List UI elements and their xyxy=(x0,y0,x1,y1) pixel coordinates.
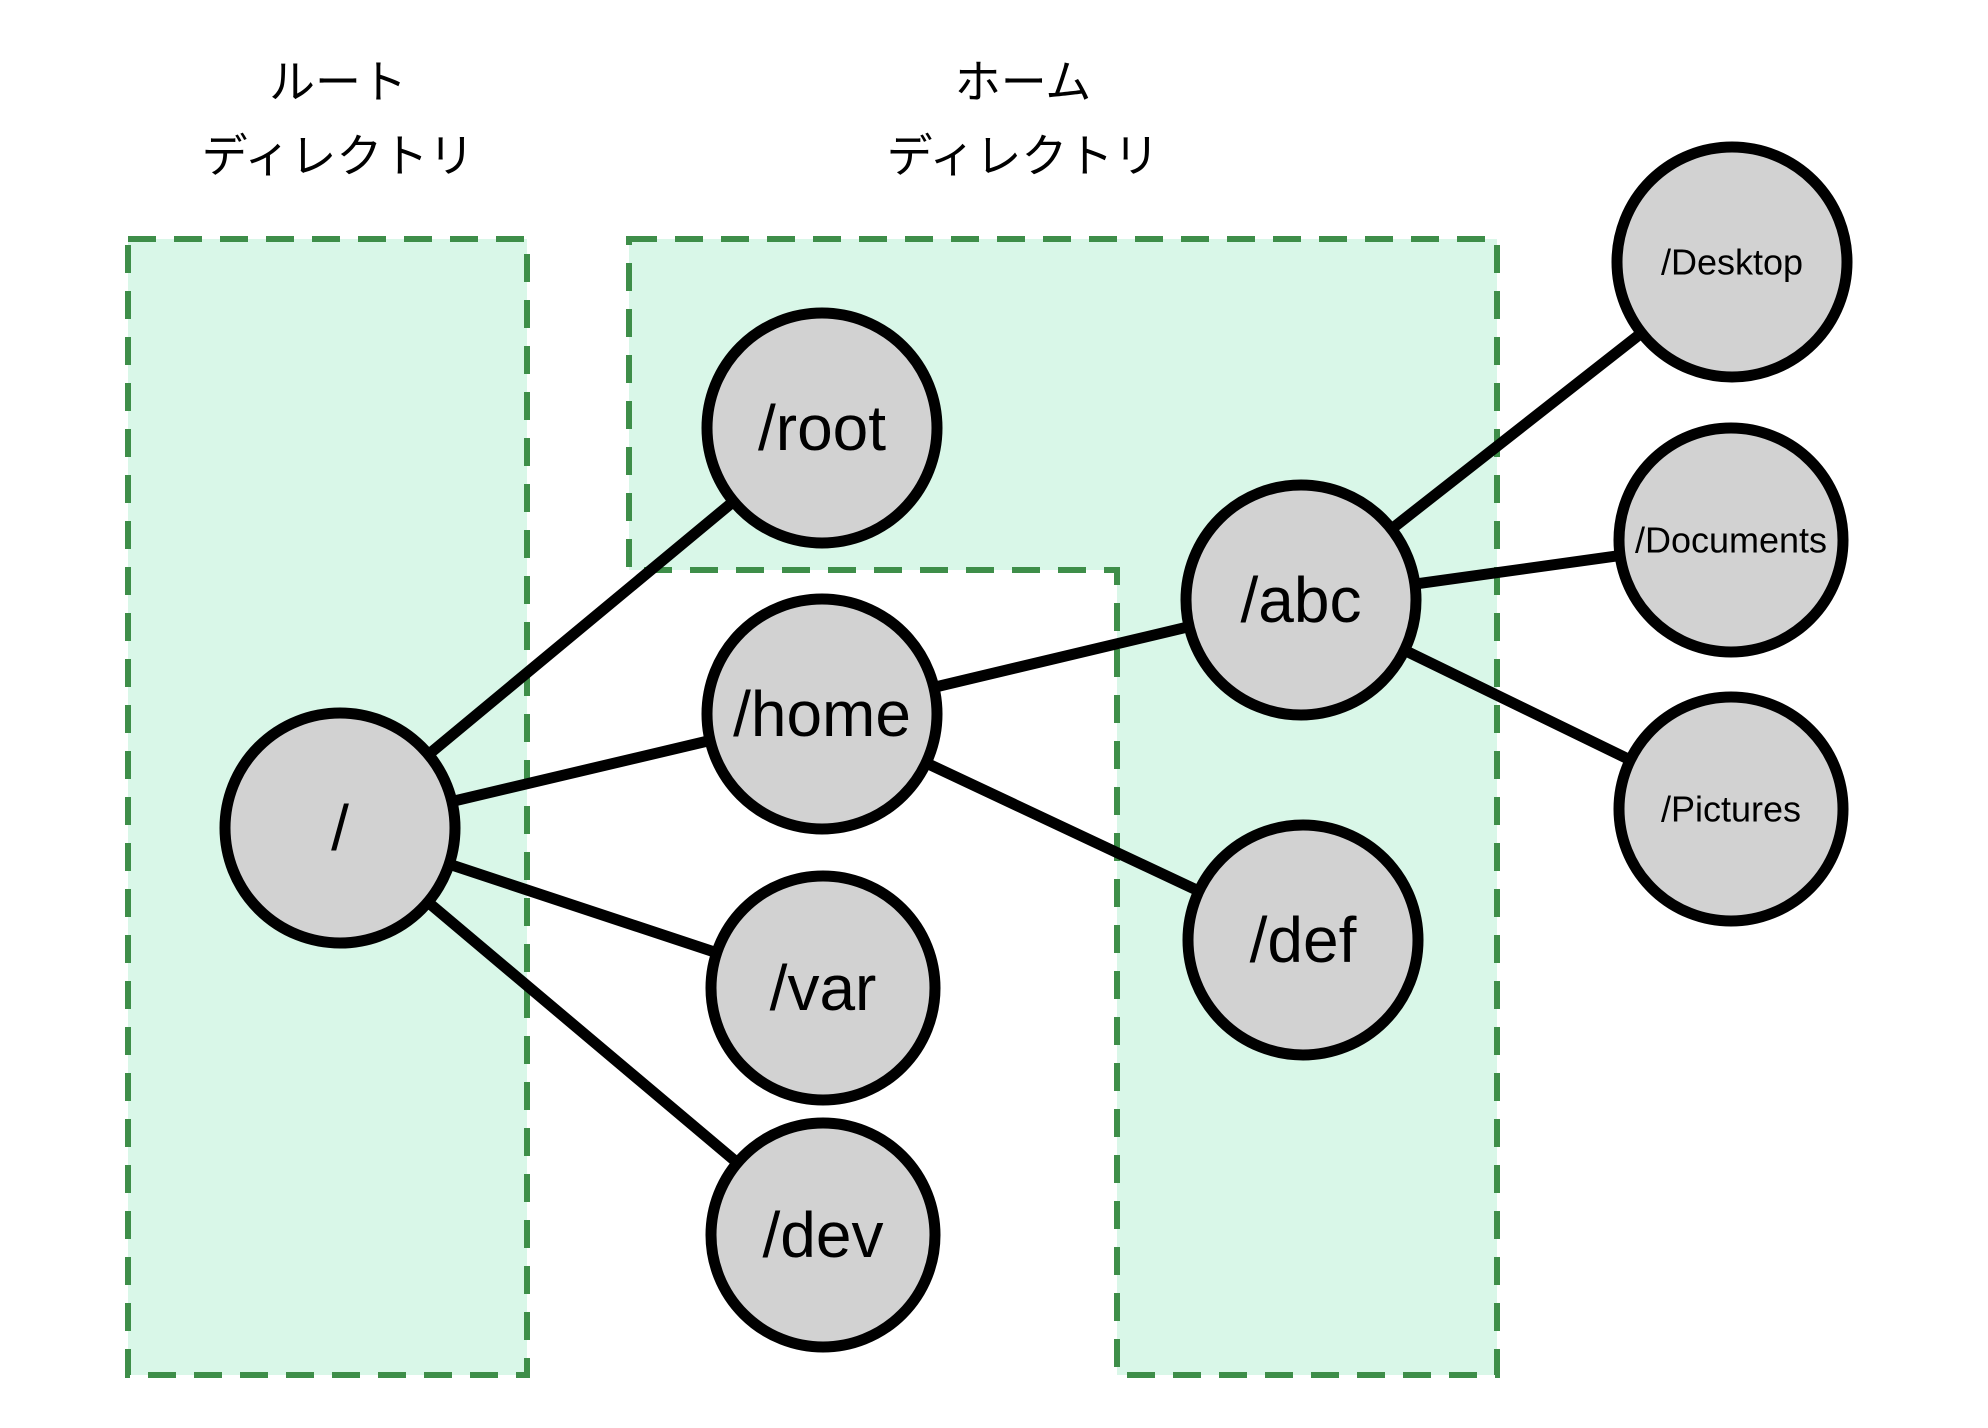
node-documents-circle xyxy=(1613,422,1849,658)
node-slash: / xyxy=(219,707,461,949)
node-var: /var xyxy=(705,870,941,1106)
node-home: /home xyxy=(701,593,943,835)
home-directory-label-line2: ディレクトリ xyxy=(887,130,1160,182)
node-def-label: /def xyxy=(1250,904,1357,976)
node-pictures-circle xyxy=(1613,691,1849,927)
node-pictures-label: /Pictures xyxy=(1661,789,1801,830)
node-var-circle xyxy=(705,870,941,1106)
node-dev-label: /dev xyxy=(763,1199,884,1271)
node-dev-circle xyxy=(705,1117,941,1353)
node-abc-label: /abc xyxy=(1241,564,1362,636)
node-desktop-label: /Desktop xyxy=(1661,242,1803,283)
node-documents-label: /Documents xyxy=(1635,520,1827,561)
node-dev: /dev xyxy=(705,1117,941,1353)
node-slash-label: / xyxy=(331,792,349,864)
node-pictures: /Pictures xyxy=(1613,691,1849,927)
node-def-circle xyxy=(1182,819,1424,1061)
node-desktop-circle xyxy=(1611,141,1853,383)
node-documents: /Documents xyxy=(1613,422,1849,658)
node-root-label: /root xyxy=(758,392,886,464)
node-root: /root xyxy=(701,307,943,549)
root-directory-label-line1: ルート xyxy=(269,56,407,108)
node-desktop: /Desktop xyxy=(1611,141,1853,383)
root-directory-label-line2: ディレクトリ xyxy=(202,130,475,182)
home-directory-label-line1: ホーム xyxy=(955,56,1092,108)
node-home-circle xyxy=(701,593,943,835)
node-abc: /abc xyxy=(1180,479,1422,721)
node-home-label: /home xyxy=(733,678,911,750)
node-slash-circle xyxy=(219,707,461,949)
node-var-label: /var xyxy=(770,952,877,1024)
node-def: /def xyxy=(1182,819,1424,1061)
node-root-circle xyxy=(701,307,943,549)
node-abc-circle xyxy=(1180,479,1422,721)
